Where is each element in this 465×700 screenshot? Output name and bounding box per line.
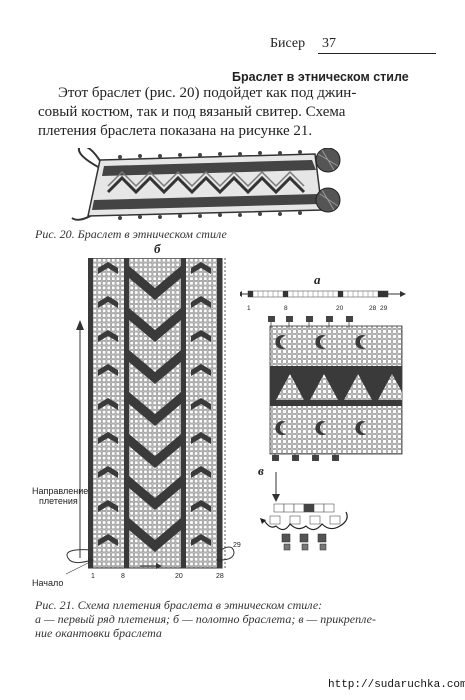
- a-number-29: 29: [380, 305, 388, 312]
- running-header-title: Бисер: [270, 36, 306, 51]
- col-number-8: 8: [121, 573, 125, 580]
- bracelet-pattern-b: [88, 258, 226, 569]
- a-number-20: 20: [336, 305, 344, 312]
- start-marker: [65, 549, 94, 575]
- direction-label-1: Направление: [32, 486, 89, 496]
- direction-label-2: плетения: [39, 496, 78, 506]
- paragraph-line: Этот браслет (рис. 20) подойдет как под …: [58, 85, 357, 101]
- header-rule: [318, 53, 436, 54]
- a-number-1: 1: [247, 305, 251, 312]
- page-number: 37: [322, 36, 336, 51]
- paragraph-line: плетения браслета показана на рисунке 21…: [38, 123, 313, 139]
- paragraph-line: совый костюм, так и под вязаный свитер. …: [38, 104, 346, 120]
- label-a: а: [314, 272, 321, 287]
- footer-url[interactable]: http://sudaruchka.com/: [328, 679, 465, 691]
- section-title: Браслет в этническом стиле: [232, 70, 409, 84]
- edging-fragment: [268, 316, 403, 461]
- a-number-8: 8: [284, 305, 288, 312]
- figure-21-caption: Рис. 21. Схема плетения браслета в этнич…: [35, 598, 405, 640]
- body-paragraph: Этот браслет (рис. 20) подойдет как под …: [38, 84, 398, 141]
- caption-line: Рис. 21. Схема плетения браслета в этнич…: [35, 598, 323, 612]
- col-number-1: 1: [91, 573, 95, 580]
- edging-scheme-v: [260, 503, 348, 551]
- down-arrow: [272, 472, 280, 502]
- a-number-28: 28: [369, 305, 377, 312]
- label-b: б: [154, 241, 161, 256]
- bracelet-illustration: [71, 148, 341, 221]
- start-label: Начало: [32, 578, 64, 588]
- turn-arrow: [216, 546, 235, 563]
- caption-line: а — первый ряд плетения; б — полотно бра…: [35, 612, 376, 626]
- direction-arrow: [76, 320, 84, 558]
- col-number-20: 20: [175, 573, 183, 580]
- caption-line: ние окантовки браслета: [35, 626, 162, 640]
- bottom-arrow: [140, 563, 162, 569]
- col-number-28: 28: [216, 573, 224, 580]
- figure-20-caption: Рис. 20. Браслет в этническом стиле: [35, 227, 227, 241]
- first-row-scheme-a: [240, 290, 406, 298]
- row-number-29: 29: [233, 542, 241, 549]
- label-v: в: [258, 463, 264, 478]
